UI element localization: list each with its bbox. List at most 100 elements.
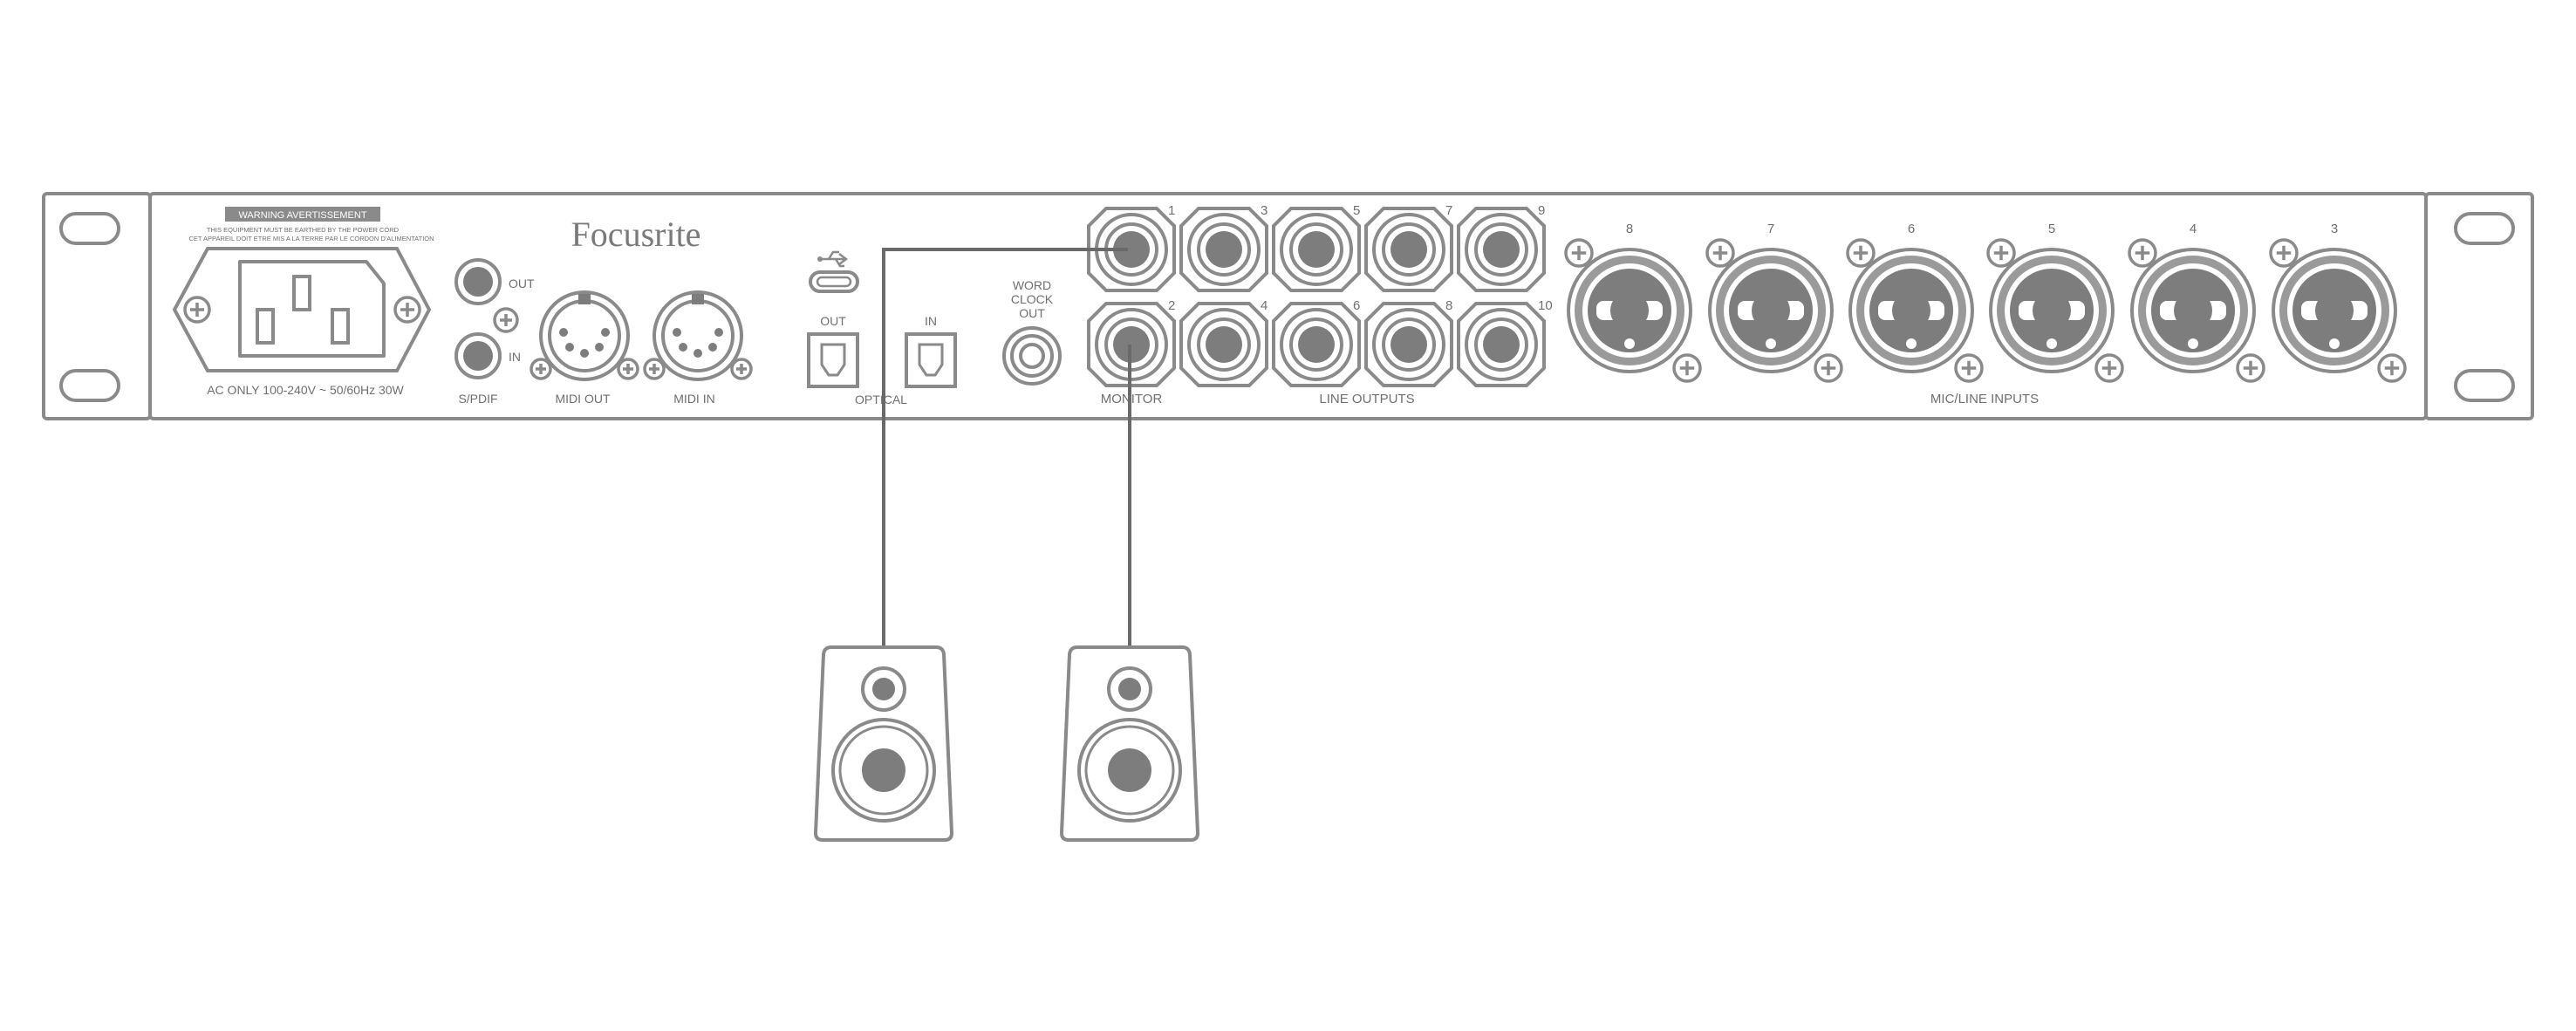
rack-ear-left (42, 192, 152, 420)
optical-in-label: IN (925, 314, 937, 328)
screw-icon (2269, 238, 2299, 268)
spdif-out-jack (454, 258, 502, 305)
midi-pin (714, 328, 723, 337)
screw-icon (183, 296, 211, 324)
line-output-jack (1179, 302, 1268, 387)
jack-number: 10 (1538, 298, 1553, 313)
screw-icon (2128, 238, 2157, 268)
rack-hole (59, 369, 120, 402)
screw-icon (393, 296, 421, 324)
mic-line-inputs-label: MIC/LINE INPUTS (1930, 392, 2039, 406)
word-clock-label-1: WORD (1013, 278, 1051, 292)
mic-line-input-combo (2130, 248, 2256, 373)
spdif-in-label: IN (509, 350, 521, 364)
midi-in-connector (643, 290, 753, 381)
mic-line-inputs: 8 7 6 5 4 3 (1564, 222, 2407, 383)
input-number: 5 (2048, 222, 2055, 236)
screw-icon (1672, 353, 1702, 383)
screw-icon (1954, 353, 1984, 383)
xlr-pin (2329, 338, 2340, 349)
warning-line-2: CET APPAREIL DOIT ETRE MIS A LA TERRE PA… (188, 235, 434, 242)
midi-pin (673, 328, 681, 337)
screw-icon (2377, 353, 2407, 383)
midi-pin (708, 343, 717, 352)
screw-icon (2236, 353, 2265, 383)
iec-power-socket-icon (172, 247, 432, 372)
xlr-pin (1766, 338, 1776, 349)
midi-pin (565, 343, 574, 352)
xlr-pin (2188, 338, 2198, 349)
jack-number: 2 (1168, 298, 1175, 313)
midi-pin (601, 328, 610, 337)
jack-number: 6 (1353, 298, 1360, 313)
word-clock-bnc-connector (1002, 326, 1062, 386)
screw-icon (2094, 353, 2124, 383)
input-number: 3 (2331, 222, 2338, 236)
xlr-pin (1906, 338, 1917, 349)
usb-c-port (809, 270, 859, 293)
screw-icon (643, 358, 666, 380)
mic-line-input-combo (2272, 248, 2397, 373)
screw-icon (1814, 353, 1843, 383)
line-outputs-label: LINE OUTPUTS (1319, 392, 1414, 406)
speaker-icon (814, 645, 953, 842)
input-number: 8 (1626, 222, 1633, 236)
jack-number: 1 (1168, 203, 1175, 218)
rack-hole (59, 212, 120, 245)
input-number: 7 (1767, 222, 1774, 236)
midi-out-connector (530, 290, 639, 381)
screw-icon (1564, 238, 1594, 268)
midi-pin (559, 328, 568, 337)
rack-hole (2454, 212, 2515, 245)
mic-line-input-combo (1567, 248, 1692, 373)
optical-label: OPTICAL (855, 393, 907, 406)
jack-number: 9 (1538, 203, 1545, 218)
midi-out-label: MIDI OUT (556, 392, 611, 406)
usb-icon (817, 250, 849, 268)
jack-number: 4 (1261, 298, 1268, 313)
screw-icon (530, 358, 552, 380)
spdif-label: S/PDIF (458, 392, 497, 406)
screw-icon (617, 358, 639, 380)
midi-pin (694, 349, 702, 358)
input-number: 6 (1908, 222, 1915, 236)
screw-icon (1846, 238, 1876, 268)
screw-icon (730, 358, 753, 380)
line-output-jack (1364, 207, 1453, 292)
monitor-jack (1087, 207, 1176, 292)
line-output-jack (1272, 207, 1361, 292)
word-clock-label-2: CLOCK (1011, 292, 1054, 306)
midi-pin (595, 343, 604, 352)
optical-in-port (905, 332, 957, 388)
brand-logo: Focusrite (571, 215, 701, 254)
monitor-label: MONITOR (1101, 392, 1163, 406)
input-number: 4 (2190, 222, 2197, 236)
xlr-pin (1624, 338, 1635, 349)
line-output-jack (1272, 302, 1361, 387)
warning-plate: WARNING AVERTISSEMENT THIS EQUIPMENT MUS… (188, 207, 434, 242)
jack-number: 7 (1445, 203, 1452, 218)
screw-icon (1705, 238, 1735, 268)
line-output-jack (1364, 302, 1453, 387)
line-output-jack (1457, 207, 1546, 292)
power-label: AC ONLY 100-240V ~ 50/60Hz 30W (207, 383, 404, 397)
mic-line-input-combo (1989, 248, 2115, 373)
warning-heading: WARNING AVERTISSEMENT (238, 210, 366, 221)
screw-icon (1986, 238, 2016, 268)
mic-line-input-combo (1708, 248, 1834, 373)
jack-number: 8 (1445, 298, 1452, 313)
spdif-in-jack (454, 332, 502, 379)
jack-number: 5 (1353, 203, 1360, 218)
midi-pin (580, 349, 589, 358)
cable-monitor-1 (882, 248, 1128, 645)
word-clock-label-3: OUT (1019, 306, 1045, 320)
speaker-icon (1060, 645, 1199, 842)
warning-line-1: THIS EQUIPMENT MUST BE EARTHED BY THE PO… (207, 226, 400, 234)
rack-ear-right (2424, 192, 2534, 420)
optical-out-port (807, 332, 859, 388)
line-output-jack (1457, 302, 1546, 387)
optical-out-label: OUT (820, 314, 846, 328)
